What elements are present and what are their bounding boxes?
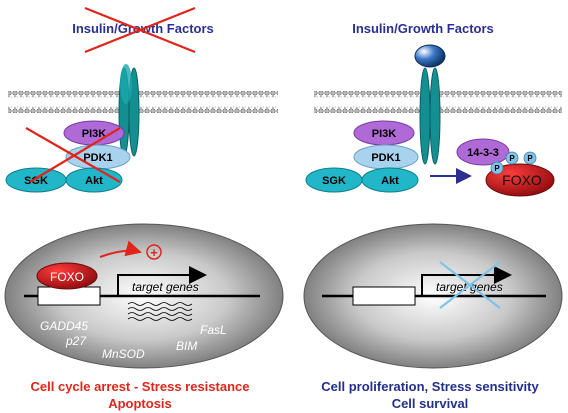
left-mrna-transcripts xyxy=(127,302,193,321)
left-membrane xyxy=(8,91,278,113)
left-panel: Insulin/Growth Factors PI3K PDK1 SGK xyxy=(4,6,284,411)
left-title-cross xyxy=(84,6,196,54)
phospho-site-2 xyxy=(505,151,519,165)
right-akt-node xyxy=(361,167,419,193)
gene-bim: BIM xyxy=(176,339,197,353)
right-transcription-arrow xyxy=(421,266,512,296)
right-panel: Insulin/Growth Factors PI3K PDK1 SGK Akt… xyxy=(303,21,563,411)
right-akt-label: Akt xyxy=(381,175,399,187)
right-caption-line2: Cell survival xyxy=(392,396,469,411)
right-foxo-label: FOXO xyxy=(502,172,542,188)
left-activation-plus: + xyxy=(150,245,158,260)
left-receptor xyxy=(118,64,140,157)
gene-p27: p27 xyxy=(65,334,87,348)
right-sgk-label: SGK xyxy=(322,175,346,187)
left-activation-arrow xyxy=(99,240,142,258)
protein-14-3-3-label: 14-3-3 xyxy=(467,147,499,159)
left-pi3k-label: PI3K xyxy=(82,128,107,140)
left-kinase-cross xyxy=(25,127,121,183)
right-foxo-node xyxy=(485,163,555,197)
right-pi3k-label: PI3K xyxy=(372,128,397,140)
left-promoter-box xyxy=(37,286,101,306)
phospho-site-2-label: P xyxy=(509,154,515,163)
right-promoter-box xyxy=(352,286,416,306)
phospho-site-1-label: P xyxy=(494,164,500,173)
right-target-genes-label: target genes xyxy=(436,280,503,294)
phospho-site-3-label: P xyxy=(527,154,533,163)
left-target-genes-label: target genes xyxy=(132,280,199,294)
left-activation-circle xyxy=(146,244,162,260)
gene-gadd45: GADD45 xyxy=(40,319,88,333)
right-transcription-cross xyxy=(439,261,501,309)
gene-fasl: FasL xyxy=(200,323,227,337)
right-pdk1-label: PDK1 xyxy=(371,152,400,164)
phospho-site-3 xyxy=(523,151,537,165)
left-pdk1-label: PDK1 xyxy=(83,152,112,164)
left-foxo-label: FOXO xyxy=(50,270,84,284)
left-foxo-node xyxy=(36,262,98,290)
right-caption-line1: Cell proliferation, Stress sensitivity xyxy=(321,379,539,394)
gene-mnsod: MnSOD xyxy=(102,347,145,361)
left-caption-line1: Cell cycle arrest - Stress resistance xyxy=(31,379,250,394)
left-akt-label: Akt xyxy=(85,175,103,187)
insulin-ligand xyxy=(414,44,446,68)
protein-14-3-3-node xyxy=(456,138,510,166)
left-sgk-label: SGK xyxy=(24,175,48,187)
right-receptor xyxy=(419,67,441,165)
phospho-site-1 xyxy=(490,161,504,175)
left-caption-line2: Apoptosis xyxy=(108,396,172,411)
right-title: Insulin/Growth Factors xyxy=(352,21,494,36)
left-transcription-arrow xyxy=(117,266,207,296)
